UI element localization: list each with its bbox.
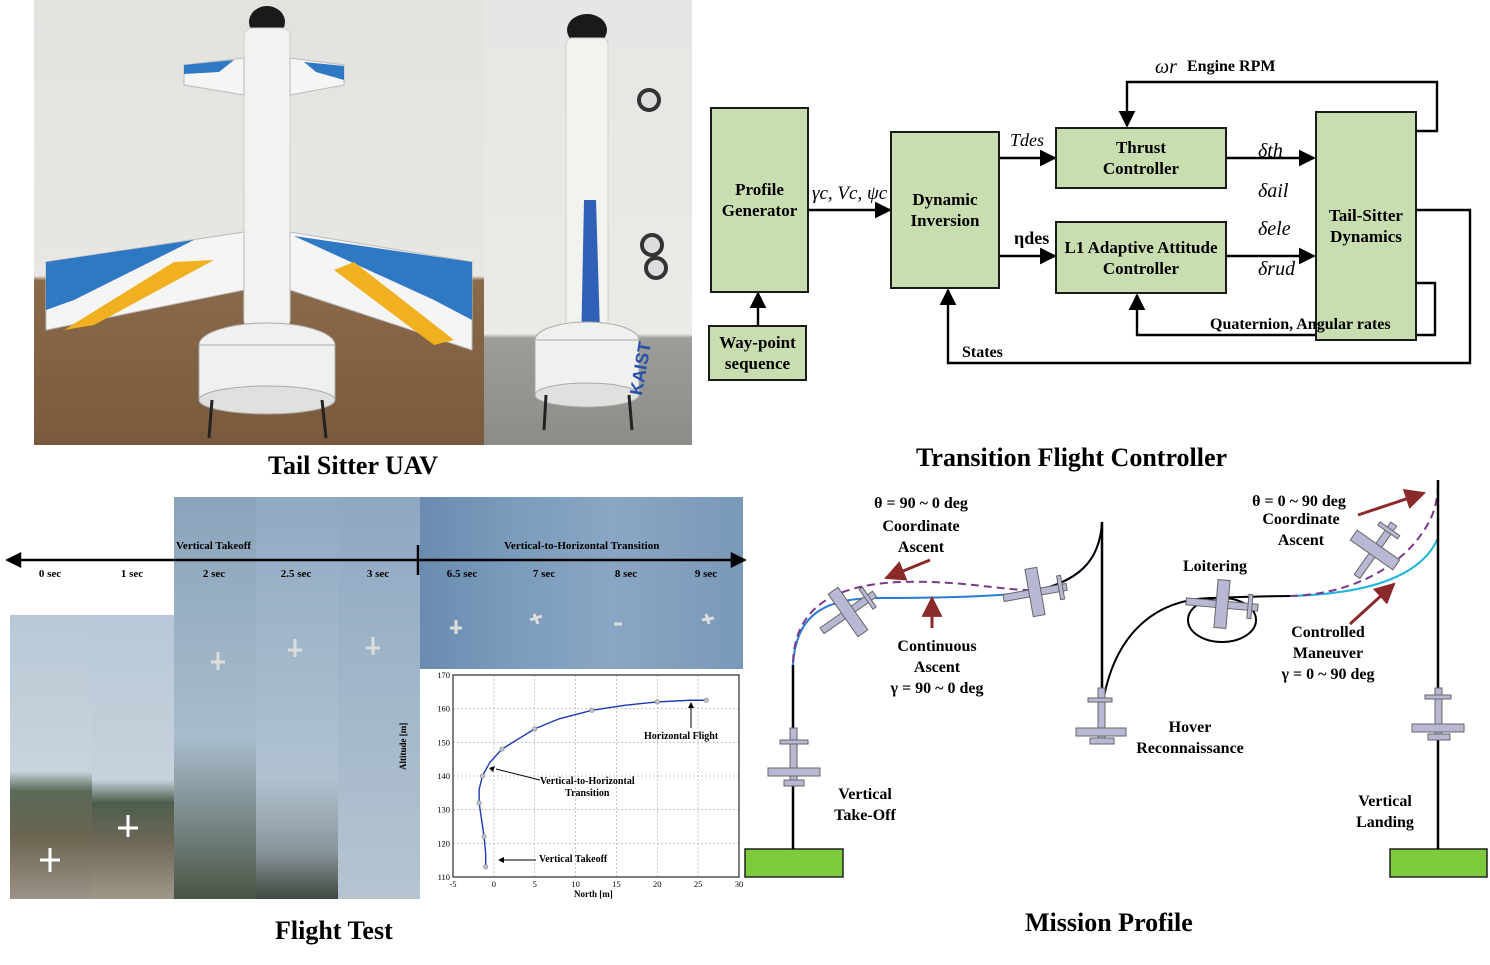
thrust-controller-block: Thrust Controller (1055, 127, 1227, 189)
photo-strip-1 (92, 615, 174, 899)
time-label-2: 2 sec (202, 568, 226, 580)
profile-generator-block: Profile Generator (710, 107, 809, 293)
annotation-arrowhead-transition (489, 766, 495, 772)
time-label-7: 8 sec (614, 568, 638, 580)
phase-transition-label: Vertical-to-Horizontal Transition (504, 540, 660, 552)
x-tick-label-2: 5 (533, 879, 537, 889)
waypoint-sequence-block: Way-point sequence (708, 325, 807, 381)
continuous-ascent-label: Continuous Ascent γ = 90 ~ 0 deg (890, 638, 984, 697)
trajectory-point-14 (654, 699, 660, 705)
y-tick-label-1: 120 (437, 838, 450, 848)
annotation-arrowhead-horizontal (688, 702, 694, 708)
trajectory-point-6 (479, 773, 485, 779)
omega-rpm-label: ωr (1155, 56, 1177, 78)
trajectory-point-8 (499, 746, 505, 752)
time-label-0: 0 sec (38, 568, 62, 580)
ground-pad-left (744, 848, 844, 878)
time-label-6: 7 sec (532, 568, 556, 580)
caption-tail-sitter-uav: Tail Sitter UAV (268, 451, 438, 480)
caption-mission-profile: Mission Profile (1025, 908, 1193, 937)
dynamic-inversion-block: Dynamic Inversion (890, 131, 1000, 289)
l1-adaptive-controller-block: L1 Adaptive Attitude Controller (1055, 221, 1227, 294)
time-label-5: 6.5 sec (446, 568, 478, 580)
annotation-transition: Vertical-to-Horizontal Transition (540, 776, 635, 799)
engine-rpm-label: Engine RPM (1187, 58, 1276, 75)
x-tick-label-7: 30 (735, 879, 744, 889)
x-tick-label-1: 0 (492, 879, 496, 889)
y-tick-label-5: 160 (437, 704, 450, 714)
coordinate-ascent-right-label: Coordinate Ascent (1262, 511, 1340, 549)
y-tick-label-2: 130 (437, 805, 450, 815)
time-label-1: 1 sec (120, 568, 144, 580)
loitering-label: Loitering (1183, 558, 1247, 575)
trajectory-point-2 (481, 834, 487, 840)
trajectory-point-0 (483, 864, 489, 870)
y-tick-label-4: 150 (437, 737, 450, 747)
ground-pad-right (1389, 848, 1488, 878)
theta-ascending-label: θ = 0 ~ 90 deg (1252, 493, 1346, 510)
delta-elevator-label: δele (1258, 218, 1291, 240)
theta-descending-label: θ = 90 ~ 0 deg (874, 495, 968, 512)
controlled-maneuver-label: Controlled Maneuver γ = 0 ~ 90 deg (1281, 624, 1375, 683)
vertical-landing-label: Vertical Landing (1356, 793, 1414, 831)
annotation-arrowhead-takeoff (498, 857, 504, 863)
delta-aileron-label: δail (1258, 180, 1289, 202)
hover-reconnaissance-label: Hover Reconnaissance (1136, 719, 1244, 757)
caption-transition-flight-controller: Transition Flight Controller (916, 443, 1228, 472)
annotation-arrow-transition (495, 768, 541, 781)
x-tick-label-4: 15 (612, 879, 621, 889)
plot-frame (452, 674, 740, 878)
photo-strip-2 (174, 497, 256, 899)
y-tick-label-3: 140 (437, 771, 450, 781)
time-label-3: 2.5 sec (280, 568, 312, 580)
command-signals-label: γc, Vc, ψc (812, 183, 888, 204)
thrust-desired-label: Tdes (1010, 130, 1045, 150)
delta-rudder-label: δrud (1258, 258, 1296, 280)
flight-test-photos (10, 497, 743, 899)
y-tick-label-6: 170 (437, 670, 450, 680)
tail-sitter-dynamics-block: Tail-Sitter Dynamics (1315, 111, 1417, 341)
y-tick-label-0: 110 (438, 872, 450, 882)
photo-strip-5 (420, 497, 743, 669)
phase-vertical-takeoff-label: Vertical Takeoff (176, 540, 252, 552)
time-label-8: 9 sec (694, 568, 718, 580)
uav-photo-front (34, 0, 484, 445)
x-tick-label-3: 10 (571, 879, 580, 889)
photo-strip-4 (338, 497, 420, 899)
annotation-vertical-takeoff: Vertical Takeoff (539, 854, 608, 865)
photo-strip-3 (256, 497, 338, 899)
x-tick-label-0: -5 (449, 879, 456, 889)
x-tick-label-6: 25 (694, 879, 703, 889)
delta-throttle-label: δth (1258, 140, 1283, 162)
uav-photo-side: KAIST (484, 0, 692, 445)
plot-xlabel: North [m] (574, 889, 613, 899)
quaternion-feedback-label: Quaternion, Angular rates (1210, 316, 1391, 333)
trajectory-point-16 (703, 697, 709, 703)
states-feedback-label: States (962, 344, 1003, 361)
uav-front-drawing (45, 6, 473, 439)
trajectory-point-12 (589, 707, 595, 713)
caption-flight-test: Flight Test (275, 916, 393, 945)
eta-desired-label: ηdes (1014, 228, 1050, 248)
time-label-4: 3 sec (366, 568, 390, 580)
vertical-takeoff-label: Vertical Take-Off (834, 786, 896, 824)
coordinate-ascent-left-label: Coordinate Ascent (882, 518, 960, 556)
annotation-horizontal-flight: Horizontal Flight (644, 731, 719, 742)
x-tick-label-5: 20 (653, 879, 662, 889)
uav-side-drawing (534, 14, 668, 431)
trajectory-point-4 (476, 800, 482, 806)
trajectory-point-10 (532, 726, 538, 732)
